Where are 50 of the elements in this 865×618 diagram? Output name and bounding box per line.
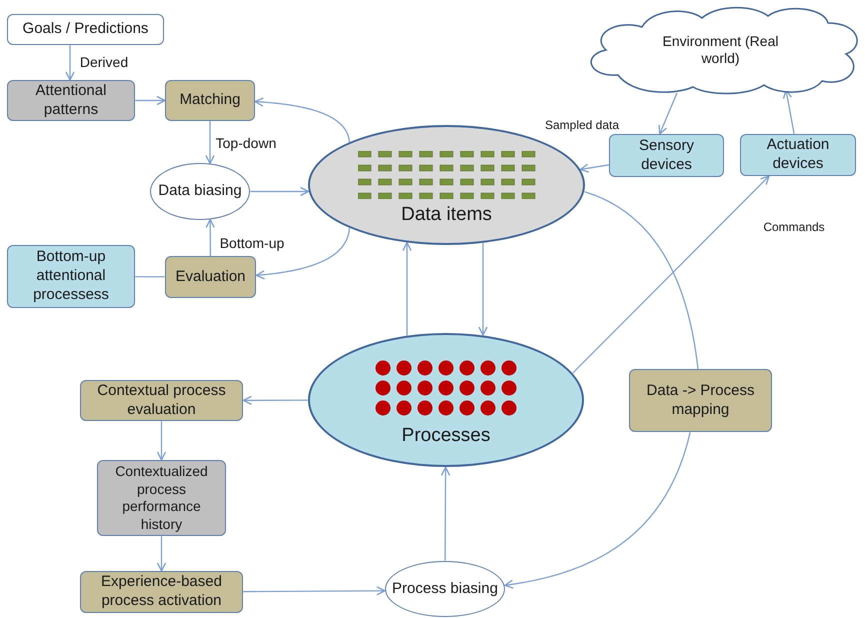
node-label: Data -> Process mapping xyxy=(646,382,756,420)
node-label: Matching xyxy=(180,91,240,110)
connector-line xyxy=(584,191,699,369)
edge-label: Top-down xyxy=(214,136,278,150)
arrow xyxy=(440,466,450,561)
arrow xyxy=(65,45,75,81)
node-label: Contextual process evaluation xyxy=(96,382,227,420)
arrow xyxy=(206,218,215,256)
arrow xyxy=(256,228,350,280)
edge-label: Sampled data xyxy=(542,119,622,131)
arrow xyxy=(254,97,350,142)
arrow xyxy=(242,396,308,406)
arrow xyxy=(572,175,770,374)
node-label: Data biasing xyxy=(158,182,242,201)
process-box xyxy=(629,369,772,432)
node-label: Bottom-up attentional processess xyxy=(32,248,110,305)
node-label: Actuation devices xyxy=(766,136,830,174)
edge-label: Commands xyxy=(761,221,827,233)
node-label: Process biasing xyxy=(392,580,498,598)
connector-line xyxy=(135,276,165,278)
arrow xyxy=(478,243,488,336)
pattern-box xyxy=(7,80,135,121)
node-label: Processes xyxy=(402,424,490,448)
goal-box xyxy=(7,14,164,45)
node-label: Attentional patterns xyxy=(34,82,108,120)
arrow xyxy=(580,164,609,173)
node-label: Goals / Predictions xyxy=(22,20,148,39)
arrow xyxy=(156,421,166,461)
process-box xyxy=(80,380,243,421)
node-label: Evaluation xyxy=(175,268,246,286)
device-box xyxy=(740,134,856,176)
process-box xyxy=(80,571,243,613)
node-label: Environment (Real world) xyxy=(662,32,780,68)
arrow xyxy=(156,536,166,572)
arrow xyxy=(243,586,386,596)
arrow xyxy=(504,432,691,589)
process-box xyxy=(7,245,135,308)
arrow xyxy=(250,186,310,196)
arrow xyxy=(135,96,166,106)
arrow xyxy=(205,121,215,164)
node-label: Experience-based process activation xyxy=(100,573,223,611)
node-label: Sensory devices xyxy=(638,136,696,174)
process-box xyxy=(165,256,256,298)
process-box xyxy=(165,80,255,121)
device-box xyxy=(609,134,724,177)
node-label: Data items xyxy=(401,203,492,227)
node-label: Contextualized process performance history xyxy=(114,463,209,533)
arrow xyxy=(658,92,678,135)
history-box xyxy=(97,460,226,536)
edge-label: Bottom-up xyxy=(218,236,286,250)
